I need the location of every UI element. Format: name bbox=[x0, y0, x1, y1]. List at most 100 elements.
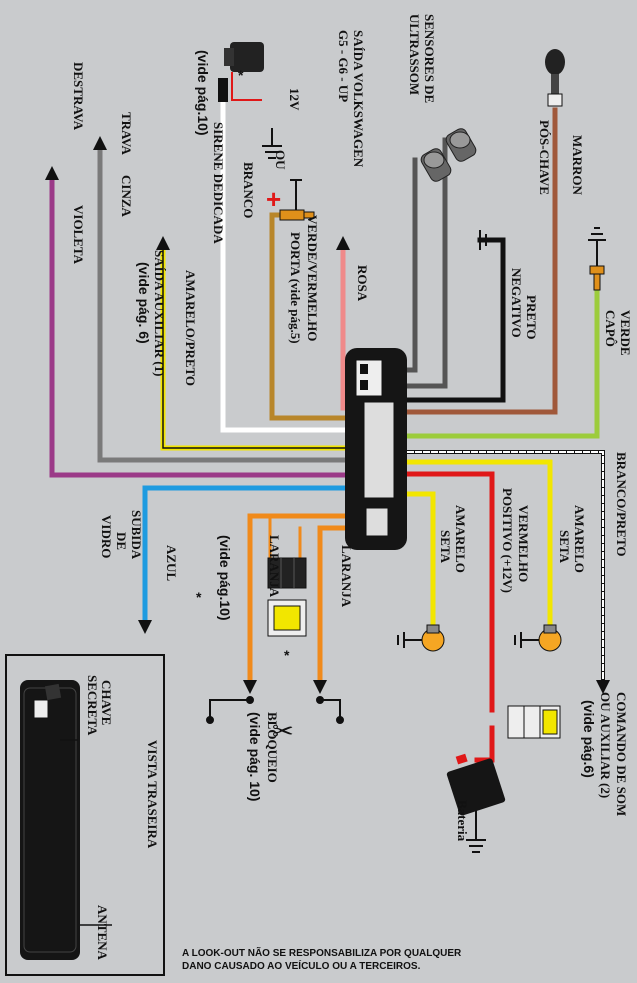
label-azul-3: DE bbox=[114, 532, 129, 550]
label-12v: 12V bbox=[287, 88, 302, 111]
arrow-amarelo-preto bbox=[156, 236, 170, 250]
label-amarelo-preto-2: SAÍDA AUXILIAR (1) bbox=[152, 250, 167, 376]
label-verde-2: CAPÔ bbox=[603, 310, 618, 347]
alarm-module bbox=[345, 348, 407, 550]
door-switch bbox=[279, 179, 315, 221]
label-amarelo-preto-1: AMARELO/PRETO bbox=[183, 270, 198, 386]
label-ou: OU bbox=[273, 150, 288, 170]
arrow-rosa bbox=[336, 236, 350, 250]
siren bbox=[218, 42, 264, 102]
label-amarelo-seta-r2: SETA bbox=[557, 530, 572, 564]
laranja-connector bbox=[365, 507, 389, 537]
sensor-connector bbox=[355, 359, 383, 397]
wire-amarelo-seta-right bbox=[397, 459, 553, 628]
arrow-azul bbox=[138, 620, 152, 634]
wire-branco-preto-core bbox=[399, 451, 604, 681]
label-bateria: Bateria bbox=[455, 800, 470, 842]
disclaimer-line-2: DANO CAUSADO AO VEÍCULO OU A TERCEIROS. bbox=[182, 959, 421, 972]
label-marron-2: PÓS-CHAVE bbox=[537, 120, 552, 195]
main-connector bbox=[363, 401, 395, 499]
label-amarelo-preto-3: (vide pág. 6) bbox=[136, 262, 152, 344]
plus-icon: + bbox=[266, 184, 281, 214]
label-vermelho-2: POSITIVO (+12V) bbox=[500, 488, 515, 593]
wire-azul bbox=[142, 485, 365, 623]
fuse-battery bbox=[507, 705, 561, 739]
ignition-key bbox=[545, 49, 565, 107]
lamp-left bbox=[397, 624, 445, 652]
label-comando-som-1: COMANDO DE SOM bbox=[614, 692, 629, 816]
label-bloqueio-1: BLOQUEIO bbox=[265, 712, 280, 783]
wire-laranja-1 bbox=[247, 513, 381, 683]
label-branco-1: BRANCO bbox=[241, 162, 256, 218]
wire-amarelo-seta-left bbox=[397, 491, 436, 628]
relay bbox=[267, 557, 307, 637]
arrow-branco-preto bbox=[596, 680, 610, 694]
hood-switch bbox=[588, 227, 606, 291]
label-azul-2: SUBIDA bbox=[129, 510, 144, 560]
scissors-icon: ✂ bbox=[272, 717, 294, 746]
label-laranja-2: (vide pág.10) bbox=[217, 535, 233, 621]
label-violeta: VIOLETA bbox=[71, 205, 86, 265]
label-amarelo-seta-l2: SETA bbox=[438, 530, 453, 564]
label-asterisk-relay: * bbox=[284, 647, 290, 663]
label-vw-1: SAÍDA VOLKSWAGEN bbox=[351, 30, 366, 168]
label-vermelho-1: VERMELHO bbox=[516, 505, 531, 582]
label-trava: TRAVA bbox=[119, 112, 134, 155]
arrow-cinza bbox=[93, 136, 107, 150]
label-sensores-2: ULTRASSOM bbox=[407, 14, 422, 95]
label-azul-4: VIDRO bbox=[99, 515, 114, 558]
label-preto-1: PRETO bbox=[524, 295, 539, 340]
ground-icon-preto bbox=[479, 230, 493, 250]
label-vista-traseira: VISTA TRASEIRA bbox=[145, 740, 160, 849]
rear-view-panel bbox=[5, 654, 165, 976]
label-verde-1: VERDE bbox=[618, 310, 633, 356]
wire-violeta bbox=[49, 177, 365, 478]
ultrasound-sensors bbox=[420, 128, 477, 182]
label-marron-1: MARRON bbox=[570, 135, 585, 196]
label-rosa: ROSA bbox=[355, 265, 370, 302]
label-branco-3: (vide pág.10) bbox=[195, 50, 211, 136]
label-branco-2: SIRENE DEDICADA bbox=[211, 122, 226, 244]
label-antena: ANTENA bbox=[95, 905, 110, 961]
lamp-right bbox=[514, 624, 562, 652]
labels: BRANCO/PRETO COMANDO DE SOM OU AUXILIAR … bbox=[71, 14, 633, 972]
label-comando-som-2: OU AUXILIAR (2) bbox=[598, 692, 613, 798]
wire-verde bbox=[397, 287, 600, 439]
label-chave-2: SECRETA bbox=[85, 675, 100, 736]
wire-branco bbox=[220, 97, 365, 433]
label-cinza: CINZA bbox=[119, 175, 134, 218]
disclaimer-line-1: A LOOK-OUT NÃO SE RESPONSABILIZA POR QUA… bbox=[182, 946, 462, 959]
arrow-laranja-2 bbox=[313, 680, 327, 694]
label-asterisk-laranja: * bbox=[196, 589, 202, 605]
wire-sensor-1 bbox=[377, 157, 418, 373]
wire-cinza bbox=[97, 147, 365, 463]
wire-vermelho-batt bbox=[474, 725, 495, 763]
wire-amarelo-preto-stripe bbox=[162, 249, 363, 449]
label-amarelo-seta-r1: AMARELO bbox=[572, 505, 587, 573]
label-verde-vermelho-2: PORTA (vide pág.5) bbox=[288, 232, 303, 344]
label-verde-vermelho-1: VERDE/VERMELHO bbox=[305, 215, 320, 341]
wire-marron bbox=[397, 107, 558, 415]
label-laranja-1: LARANJA bbox=[267, 535, 282, 598]
ground-icon-porta bbox=[262, 128, 282, 159]
arrow-laranja-1 bbox=[243, 680, 257, 694]
label-laranja-3: LARANJA bbox=[339, 545, 354, 608]
label-destrava: DESTRAVA bbox=[71, 62, 86, 131]
label-vw-2: G5 - G6 - UP bbox=[336, 30, 351, 102]
label-branco-preto: BRANCO/PRETO bbox=[614, 452, 629, 557]
label-azul-1: AZUL bbox=[164, 545, 179, 581]
label-amarelo-seta-l1: AMARELO bbox=[453, 505, 468, 573]
label-chave-1: CHAVE bbox=[99, 680, 114, 725]
label-bloqueio-2: (vide pág. 10) bbox=[247, 712, 263, 801]
arrows bbox=[45, 136, 610, 694]
label-comando-som-3: (vide pág.6) bbox=[581, 700, 597, 778]
bloqueio-circuit bbox=[206, 696, 344, 724]
label-sensores-1: SENSORES DE bbox=[422, 14, 437, 103]
label-preto-2: NEGATIVO bbox=[509, 268, 524, 338]
label-asterisk-siren: * bbox=[238, 67, 244, 83]
battery bbox=[446, 753, 506, 853]
wire-vermelho bbox=[397, 471, 495, 713]
arrow-violeta bbox=[45, 166, 59, 180]
